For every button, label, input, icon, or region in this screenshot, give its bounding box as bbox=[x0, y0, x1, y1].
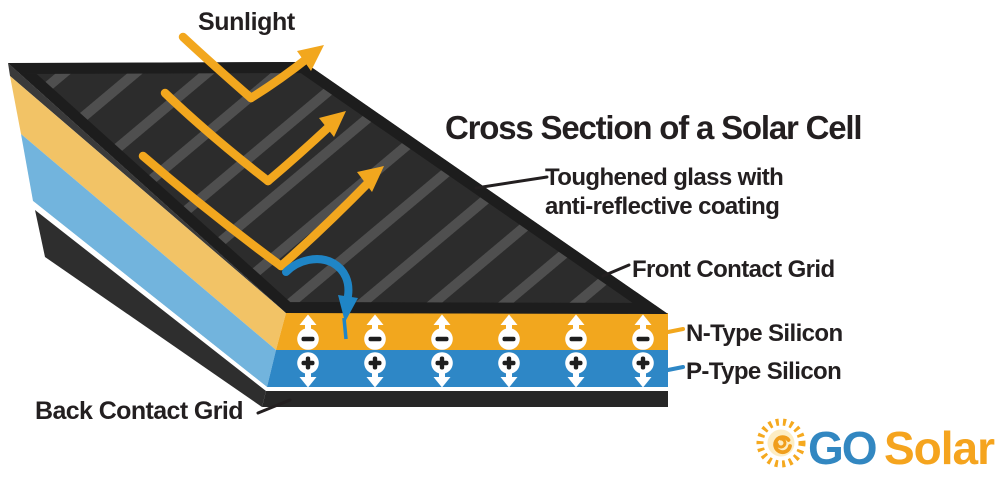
sunlight-ray-3 bbox=[138, 151, 384, 271]
sunlight-ray-2 bbox=[160, 88, 346, 186]
n-charge-symbol bbox=[431, 314, 453, 350]
n-type-tick bbox=[666, 327, 685, 334]
logo-go-text: GO bbox=[808, 422, 878, 474]
p-type-layer-front bbox=[267, 350, 668, 387]
sunlight-ray-1 bbox=[178, 32, 324, 103]
logo-solar-text: Solar bbox=[884, 422, 995, 474]
separator-side bbox=[33, 201, 267, 391]
p-charge-symbol bbox=[565, 352, 587, 388]
separator-front bbox=[266, 387, 668, 391]
p-charge-symbol bbox=[297, 352, 319, 388]
p-type-tick bbox=[666, 365, 685, 372]
charge-symbols bbox=[297, 314, 654, 388]
p-charge-symbol bbox=[364, 352, 386, 388]
n-type-layer-side bbox=[10, 76, 286, 350]
p-charge-symbol bbox=[498, 352, 520, 388]
p-charge-symbol bbox=[431, 352, 453, 388]
front-contact-grid-label: Front Contact Grid bbox=[632, 256, 835, 283]
leader-lines bbox=[256, 175, 631, 415]
n-charge-symbol bbox=[498, 314, 520, 350]
p-type-layer-side bbox=[21, 134, 276, 387]
back-contact-grid-label: Back Contact Grid bbox=[35, 397, 244, 425]
n-charge-symbol bbox=[297, 314, 319, 350]
n-type-silicon-label: N-Type Silicon bbox=[686, 320, 843, 347]
back-contact-front bbox=[262, 391, 668, 407]
page-title: Cross Section of a Solar Cell bbox=[445, 109, 863, 146]
glass-leader-line bbox=[474, 175, 549, 190]
n-type-layer-front bbox=[276, 313, 668, 350]
back-contact-side bbox=[35, 210, 266, 407]
n-charge-symbol bbox=[632, 314, 654, 350]
absorbed-ray-arrow bbox=[282, 255, 358, 340]
glass-callout-line1: Toughened glass with bbox=[545, 164, 784, 191]
glass-callout-line2: anti-reflective coating bbox=[545, 193, 780, 220]
back-grid-leader-line bbox=[256, 398, 292, 415]
p-charge-symbol bbox=[632, 352, 654, 388]
panel-front-face bbox=[262, 313, 668, 407]
n-charge-symbol bbox=[565, 314, 587, 350]
front-grid-leader-line bbox=[601, 263, 631, 278]
n-charge-symbol bbox=[364, 314, 386, 350]
sun-icon bbox=[756, 418, 806, 468]
p-type-silicon-label: P-Type Silicon bbox=[686, 358, 842, 385]
sunlight-rays bbox=[138, 32, 384, 271]
sunlight-label: Sunlight bbox=[198, 8, 295, 36]
